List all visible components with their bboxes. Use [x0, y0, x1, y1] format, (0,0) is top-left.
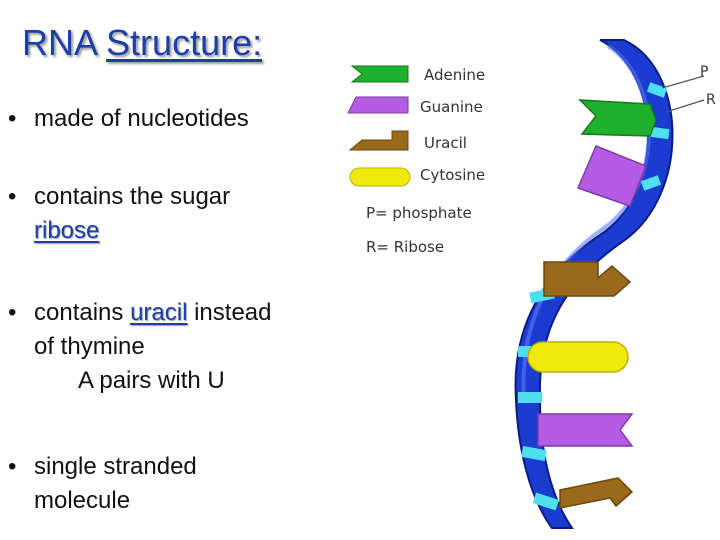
bullet-4-text: single stranded molecule — [34, 450, 348, 518]
legend-cytosine-swatch — [349, 167, 411, 187]
guanine-base-lower — [537, 413, 634, 447]
phosphate-segment — [646, 82, 668, 98]
bullet-3-text: contains uracil instead of thymine A pai… — [34, 296, 348, 398]
ribose-marker: R — [706, 92, 716, 108]
slide-title: RNA Structure: — [22, 22, 262, 64]
bullet-2-line1: contains the sugar — [34, 183, 231, 210]
guanine-base — [576, 145, 647, 207]
adenine-base — [578, 99, 657, 137]
uracil-base-lower — [559, 477, 634, 509]
phosphate-segment — [532, 492, 559, 511]
legend-uracil-swatch — [348, 130, 409, 151]
uracil-base-upper — [543, 261, 632, 297]
legend-cytosine-label: Cytosine — [420, 166, 486, 184]
bullet-3-line2: of thymine — [34, 333, 145, 360]
bullet-dot: • — [8, 105, 17, 132]
bullet-dot: • — [8, 183, 17, 210]
ribose-pointer — [665, 99, 705, 113]
legend-guanine-label: Guanine — [420, 98, 483, 116]
bullet-4: • single stranded molecule — [8, 450, 348, 518]
ribose-highlight: ribose — [34, 217, 100, 244]
phosphate-segment — [521, 445, 547, 461]
legend-adenine-label: Adenine — [424, 66, 486, 84]
legend-phosphate-label: P= phosphate — [366, 204, 472, 222]
bullet-2: • contains the sugar ribose — [8, 180, 348, 248]
bullet-3-line3: A pairs with U — [78, 367, 225, 394]
phosphate-pointer — [661, 75, 705, 89]
bullet-3-post: instead — [187, 299, 272, 326]
legend-uracil-label: Uracil — [424, 134, 467, 152]
bullet-3: • contains uracil instead of thymine A p… — [8, 296, 348, 398]
bullet-2-text: contains the sugar ribose — [34, 180, 348, 248]
cytosine-base — [527, 341, 629, 373]
bullet-3-pre: contains — [34, 299, 131, 326]
legend-ribose-label: R= Ribose — [366, 238, 445, 256]
bullet-4-line2: molecule — [34, 487, 131, 514]
phosphate-marker: P — [700, 64, 709, 80]
bullet-dot: • — [8, 453, 17, 480]
bullet-4-line1: single stranded — [34, 453, 197, 480]
phosphate-segment — [640, 175, 662, 191]
uracil-highlight: uracil — [130, 299, 188, 326]
bullet-dot: • — [8, 299, 17, 326]
title-underlined: Structure: — [106, 22, 263, 63]
rna-backbone-highlight — [521, 44, 651, 401]
phosphate-segment — [518, 392, 542, 403]
legend-adenine-swatch — [350, 65, 409, 83]
bullet-1-text: made of nucleotides — [34, 105, 249, 132]
title-prefix: RNA — [22, 22, 97, 63]
phosphate-segment — [650, 126, 670, 140]
legend-guanine-swatch — [347, 96, 409, 114]
bullet-1: • made of nucleotides — [8, 102, 348, 136]
